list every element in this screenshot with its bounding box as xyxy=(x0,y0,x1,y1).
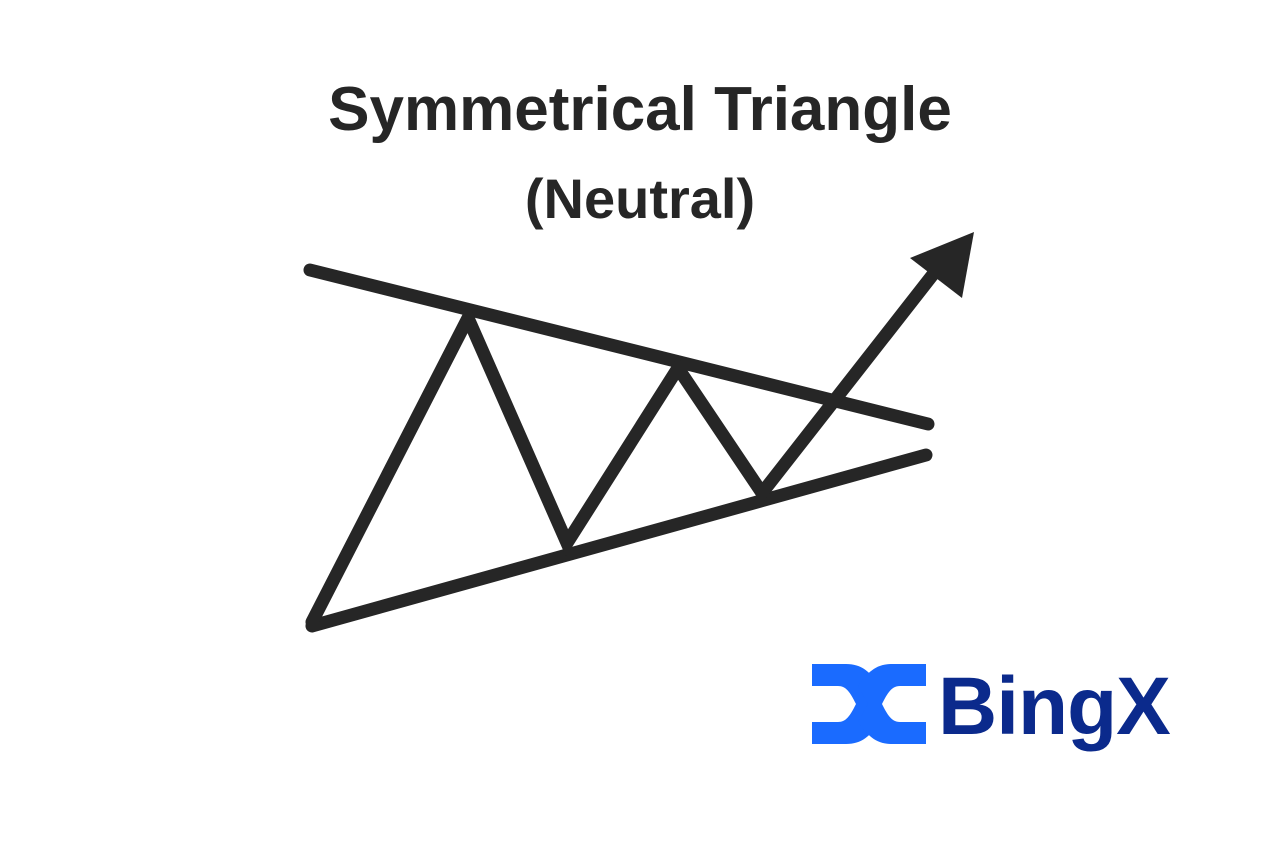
lower-trendline xyxy=(305,448,933,633)
bingx-logo-icon xyxy=(812,664,926,744)
breakout-arrow-head xyxy=(910,232,974,298)
price-zigzag xyxy=(305,261,945,629)
diagram-subtitle: (Neutral) xyxy=(524,167,756,230)
upper-trendline xyxy=(303,263,935,431)
diagram-title: Symmetrical Triangle xyxy=(328,75,952,144)
bingx-logo-text: BingX xyxy=(938,661,1171,752)
